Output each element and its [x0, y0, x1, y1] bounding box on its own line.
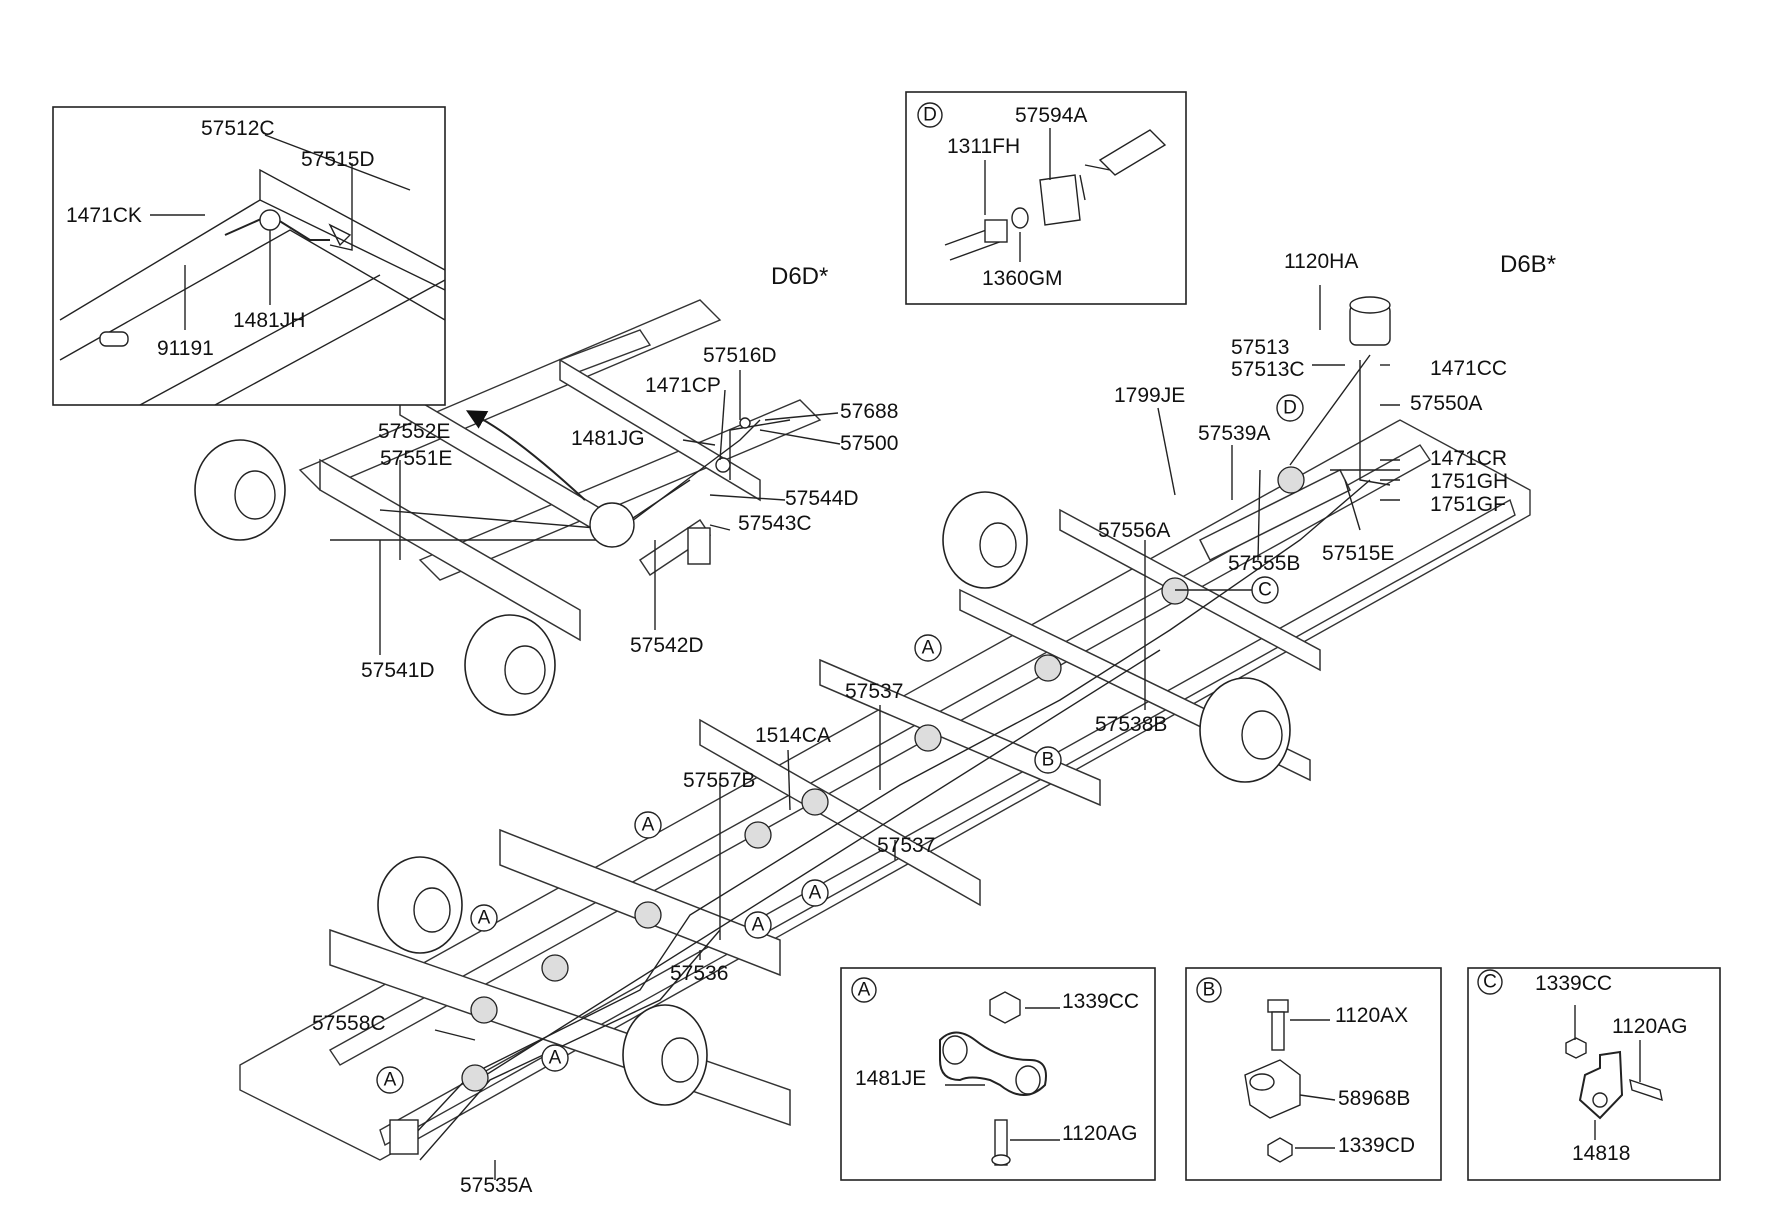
detail-d-labels: 57594A 1311FH 1360GM — [947, 104, 1087, 290]
detail-b-letter: B — [1203, 980, 1216, 1001]
part-label: 57688 — [840, 400, 898, 423]
part-label: 57536 — [670, 962, 728, 985]
part-label: 57555B — [1228, 552, 1300, 575]
part-label: 57558C — [312, 1012, 386, 1035]
detail-box-c: C — [1467, 967, 1721, 1181]
detail-box-a: A — [840, 967, 1156, 1181]
part-label: 14818 — [1572, 1142, 1630, 1165]
variant-label-d6b: D6B* — [1500, 251, 1556, 278]
part-label: 1311FH — [947, 135, 1020, 158]
variant-label-d6d: D6D* — [771, 263, 828, 290]
part-label: 57543C — [738, 512, 812, 535]
part-label: 1514CA — [755, 724, 831, 747]
tire-right-rear-left — [377, 856, 463, 954]
detail-abc-labels: 1339CC 1481JE 1120AG 1120AX 58968B 1339C… — [855, 972, 1688, 1165]
part-label: 57550A — [1410, 392, 1482, 415]
part-label: 1751GF — [1430, 493, 1506, 516]
part-label: 57557B — [683, 769, 755, 792]
part-label: 1360GM — [982, 267, 1063, 290]
detail-c-letter: C — [1483, 972, 1497, 993]
part-label: 1471CP — [645, 374, 721, 397]
tire-left-rear — [194, 439, 286, 541]
callouts-main: A A A A A A A B C D — [376, 394, 1304, 1094]
tire-right-rear-right — [622, 1004, 708, 1106]
callout-b: B — [1034, 746, 1062, 774]
part-label: 1481JG — [571, 427, 645, 450]
inset-labels: 57512C 57515D 1471CK 1481JH 91191 — [66, 117, 375, 360]
callout-a: A — [376, 1066, 404, 1094]
callout-a: A — [914, 634, 942, 662]
part-label: 57552E — [378, 420, 450, 443]
part-label: 1120AG — [1062, 1122, 1138, 1145]
part-label: 57500 — [840, 432, 898, 455]
part-label: 57538B — [1095, 713, 1167, 736]
callout-a: A — [744, 911, 772, 939]
svg-text:A: A — [922, 638, 935, 659]
part-label: 57541D — [361, 659, 435, 682]
part-label: 57537 — [877, 834, 935, 857]
part-label: 1120HA — [1284, 250, 1358, 273]
svg-text:A: A — [478, 908, 491, 929]
part-label: 57537 — [845, 680, 903, 703]
part-label: 57544D — [785, 487, 859, 510]
part-label: 57515E — [1322, 542, 1394, 565]
part-label: 1471CC — [1430, 357, 1507, 380]
svg-text:B: B — [1042, 750, 1055, 771]
part-label: 1481JE — [855, 1067, 926, 1090]
leader-lines — [150, 128, 1641, 1180]
part-label: 57516D — [703, 344, 777, 367]
part-label: 1481JH — [233, 309, 305, 332]
svg-text:A: A — [384, 1070, 397, 1091]
part-label: 91191 — [157, 337, 214, 360]
part-label: 57542D — [630, 634, 704, 657]
part-label: 1471CR — [1430, 447, 1507, 470]
part-label: 57515D — [301, 148, 375, 171]
detail-a-letter: A — [858, 980, 871, 1001]
callout-c: C — [1251, 576, 1279, 604]
part-label: 57539A — [1198, 422, 1270, 445]
part-label: 1339CD — [1338, 1134, 1415, 1157]
detail-d-letter: D — [923, 105, 937, 126]
callout-a: A — [801, 879, 829, 907]
part-label: 57512C — [201, 117, 275, 140]
part-label: 1799JE — [1114, 384, 1185, 407]
left-chassis — [194, 299, 822, 716]
part-label: 57594A — [1015, 104, 1087, 127]
svg-text:A: A — [752, 915, 765, 936]
detail-arrow — [465, 410, 586, 501]
part-label: 57535A — [460, 1174, 532, 1197]
tire-right-front-right — [1199, 677, 1291, 783]
part-label: 57513 — [1231, 336, 1289, 359]
part-label: 57556A — [1098, 519, 1170, 542]
part-label: 1120AX — [1335, 1004, 1408, 1027]
part-label: 57513C — [1231, 358, 1305, 381]
part-label: 58968B — [1338, 1087, 1410, 1110]
part-label: 1339CC — [1062, 990, 1139, 1013]
svg-text:A: A — [549, 1048, 562, 1069]
callout-a: A — [634, 811, 662, 839]
part-label: 1120AG — [1612, 1015, 1688, 1038]
inset-detail-top-left — [52, 106, 446, 406]
tire-right-front-left — [942, 491, 1028, 589]
main-labels: 57516D 1471CP 57688 57552E 1481JG 57500 … — [312, 250, 1508, 1197]
detail-box-d: D — [905, 91, 1187, 305]
svg-text:D: D — [1283, 398, 1297, 419]
part-label: 57551E — [380, 447, 452, 470]
part-label: 1339CC — [1535, 972, 1612, 995]
svg-text:A: A — [809, 883, 822, 904]
svg-text:A: A — [642, 815, 655, 836]
callout-a: A — [470, 904, 498, 932]
svg-text:C: C — [1258, 580, 1272, 601]
detail-box-b: B — [1185, 967, 1442, 1181]
tire-left-front — [464, 614, 556, 716]
part-label: 1751GH — [1430, 470, 1508, 493]
variant-labels: D6D* D6B* — [771, 251, 1556, 290]
callout-d: D — [1276, 394, 1304, 422]
callout-a: A — [541, 1044, 569, 1072]
part-label: 1471CK — [66, 204, 142, 227]
right-chassis — [239, 296, 1531, 1161]
